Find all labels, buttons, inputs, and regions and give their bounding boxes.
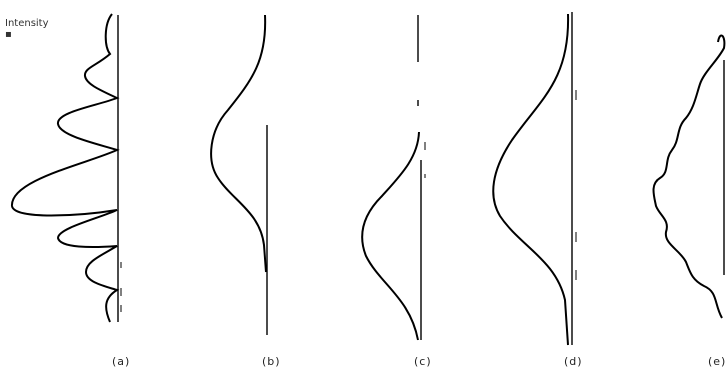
- panel-a-graphic: [10, 13, 122, 323]
- panel-c-graphic: [361, 15, 426, 341]
- panel-b-graphic: [210, 14, 268, 335]
- intensity-axis-title: Intensity ▪: [5, 18, 49, 40]
- intensity-label: Intensity: [5, 18, 49, 29]
- panel-a-curve: [10, 13, 120, 323]
- panel-e-curve: [652, 34, 726, 319]
- panel-a-label: (a): [112, 355, 131, 368]
- panel-b-label: (b): [262, 355, 281, 368]
- panel-c-curve: [361, 131, 420, 341]
- panel-c-label: (c): [414, 355, 432, 368]
- panel-e-label: (e): [708, 355, 727, 368]
- panel-d-curve: [492, 13, 570, 346]
- panel-d-label: (d): [564, 355, 583, 368]
- panel-e-graphic: [652, 34, 726, 319]
- panel-b-curve: [210, 14, 267, 273]
- panel-d-graphic: [492, 12, 577, 346]
- intensity-arrow: ▪: [5, 29, 12, 40]
